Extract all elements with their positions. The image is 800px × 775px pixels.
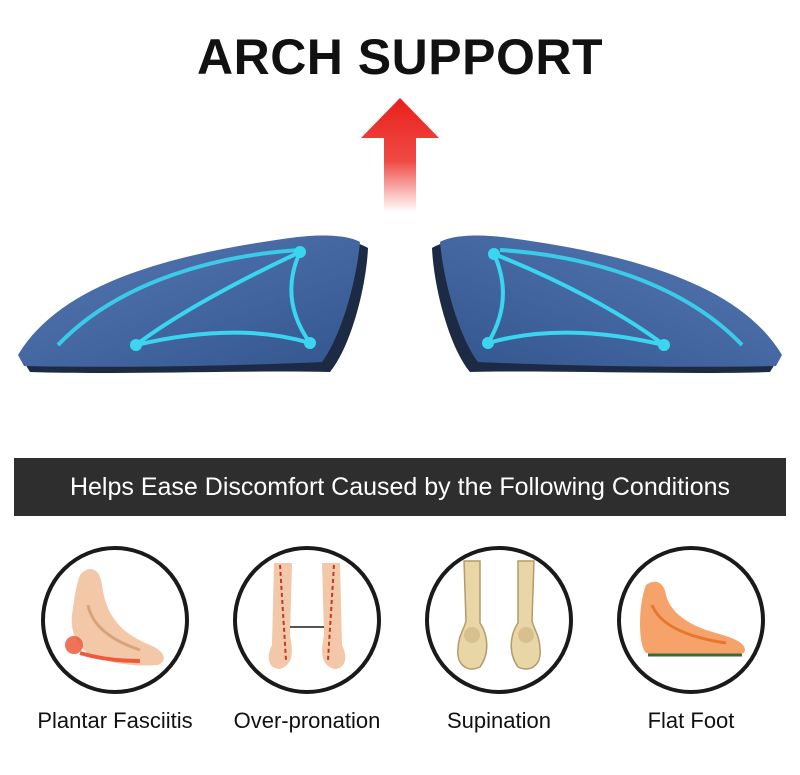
leg-alignment-icon <box>233 546 381 694</box>
flat-foot-icon <box>617 546 765 694</box>
banner-text: Helps Ease Discomfort Caused by the Foll… <box>69 472 731 501</box>
condition-label: Supination <box>447 708 551 733</box>
arch-support-illustration <box>18 98 782 373</box>
heel-pain-foot-icon <box>41 546 189 694</box>
condition-label: Over-pronation <box>233 708 381 733</box>
condition-label: Plantar Fasciitis <box>37 708 193 733</box>
condition-flat-foot: Flat Foot <box>606 545 776 735</box>
page-title: ARCH SUPPORT <box>196 29 604 85</box>
left-insole <box>18 235 368 373</box>
condition-label: Flat Foot <box>647 708 735 733</box>
up-arrow-icon <box>361 98 439 212</box>
condition-over-pronation: Over-pronation <box>222 545 392 735</box>
condition-supination: Supination <box>414 545 584 735</box>
right-insole <box>432 235 782 373</box>
conditions-banner: Helps Ease Discomfort Caused by the Foll… <box>14 458 786 516</box>
ankle-bones-icon <box>425 546 573 694</box>
condition-plantar-fasciitis: Plantar Fasciitis <box>30 545 200 735</box>
